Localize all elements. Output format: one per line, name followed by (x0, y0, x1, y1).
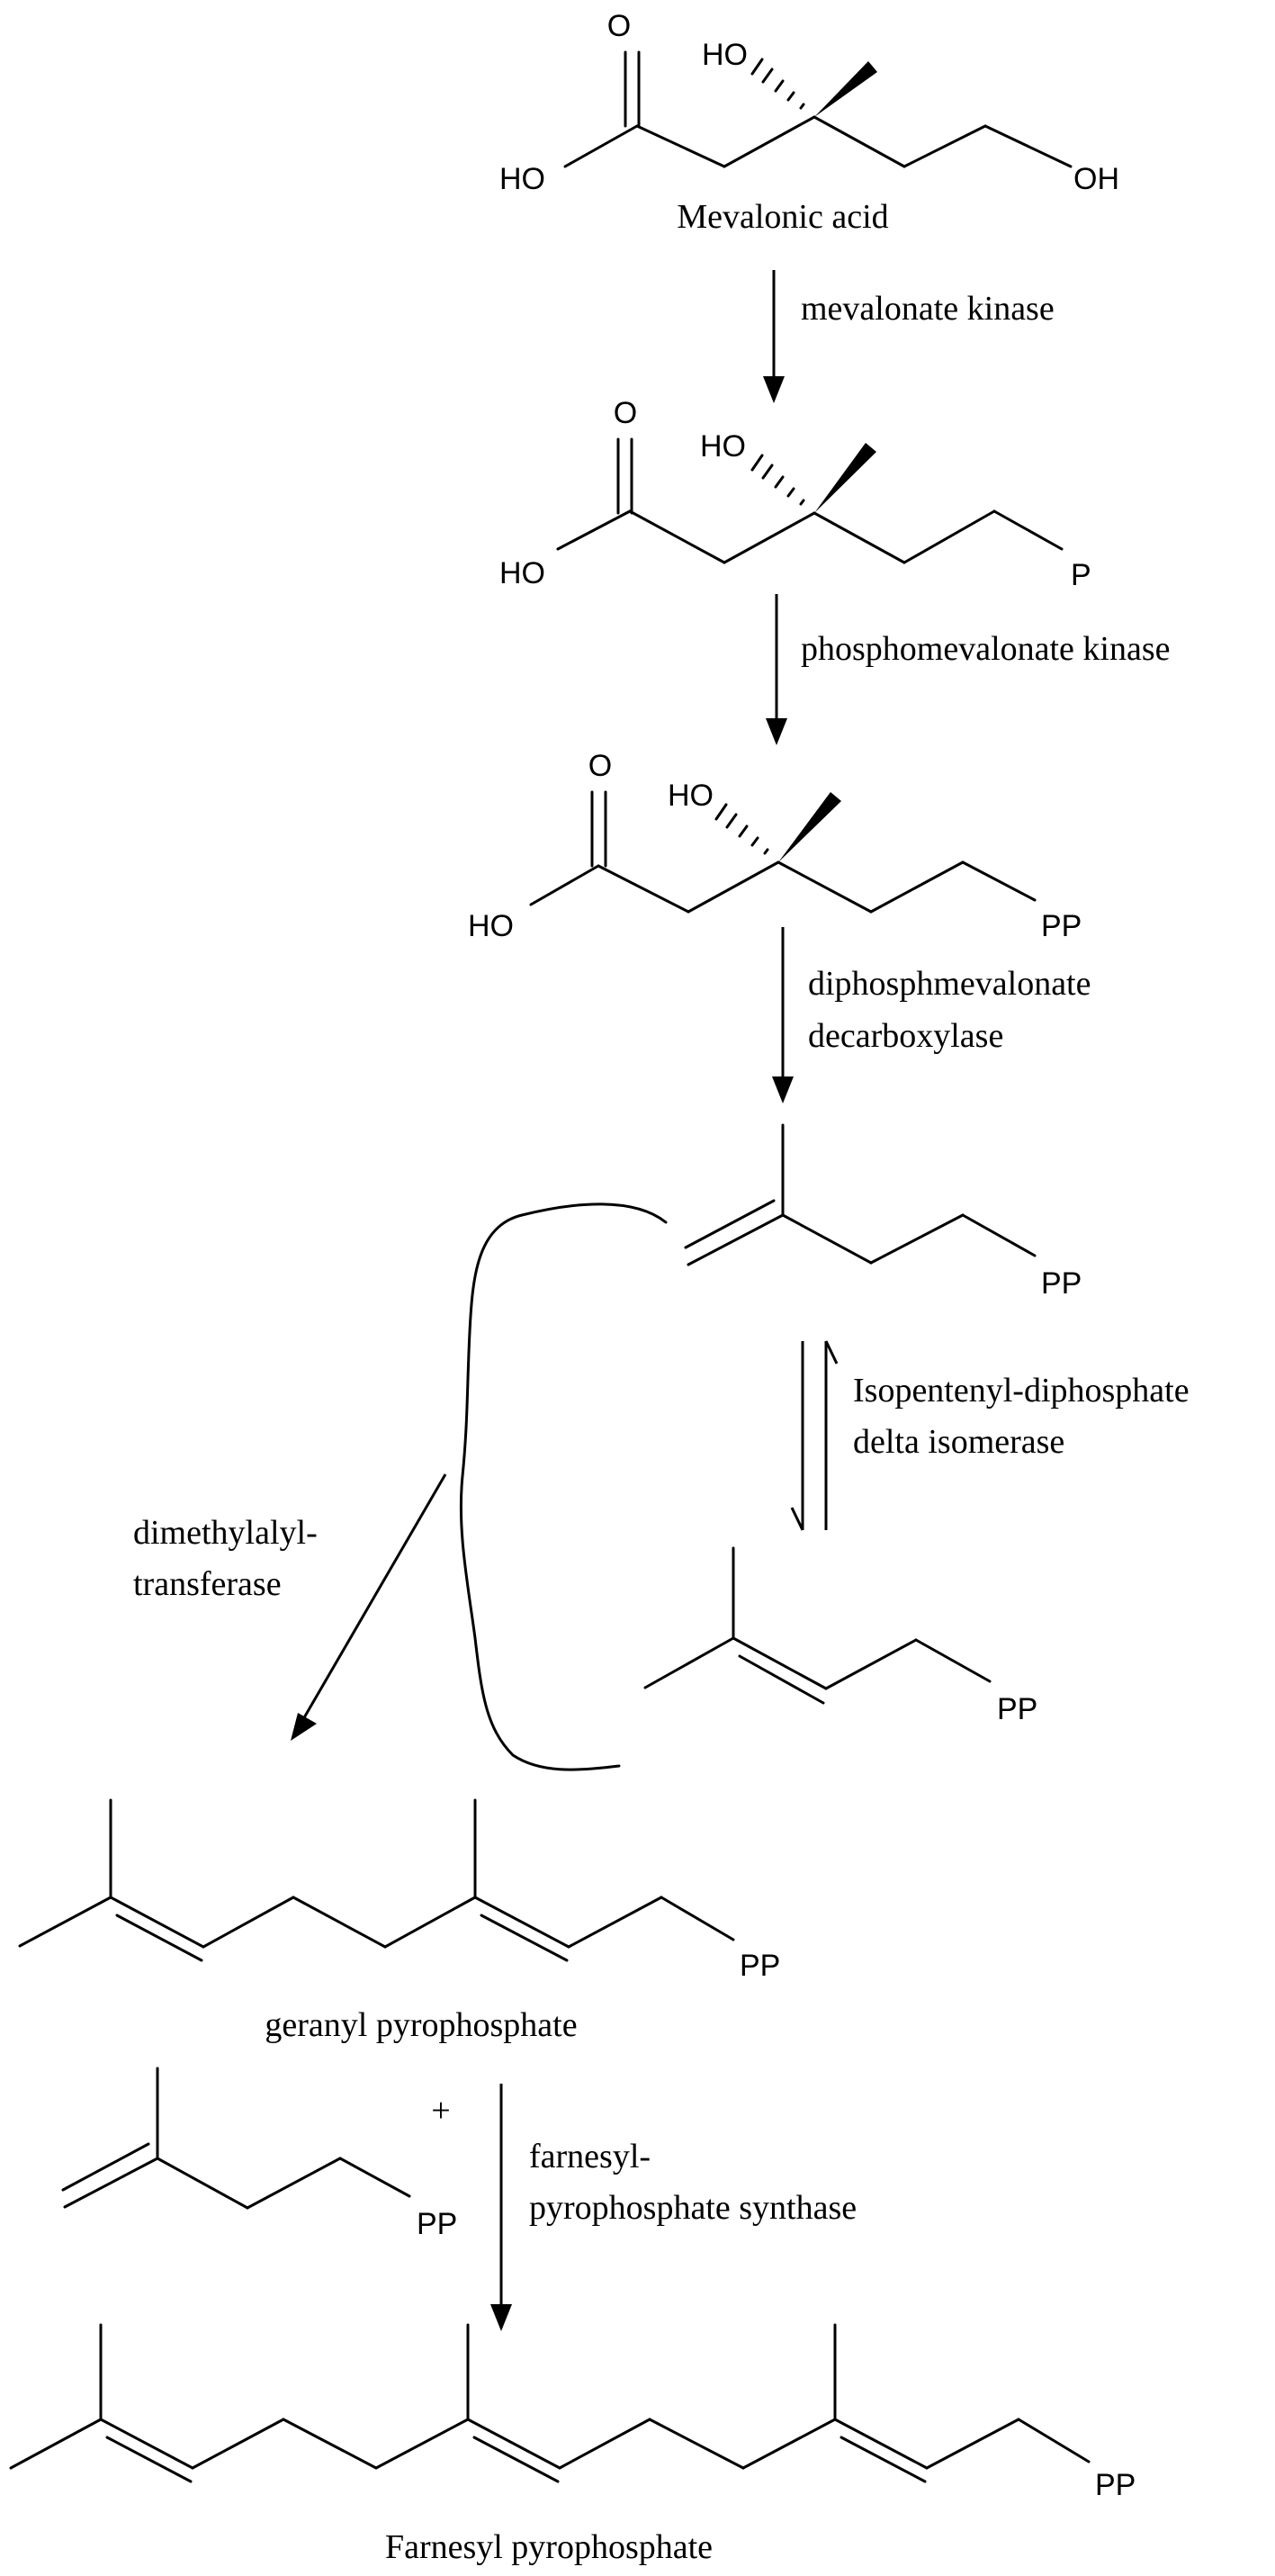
arrow-farnesyl-pyrophosphate-synthase (490, 2084, 512, 2331)
diphosphomevalonate-structure (529, 790, 1037, 914)
mev-acid-hydroxyl: HO (499, 162, 545, 196)
dpmev-diphosphate: PP (1041, 909, 1082, 943)
arrow-phosphomevalonate-kinase (766, 594, 787, 745)
mev-carbonyl-oxygen: O (607, 9, 631, 43)
dmapp-diphosphate: PP (997, 1692, 1037, 1726)
dpmev-acid-hydroxyl: HO (468, 909, 514, 943)
enzyme-mevalonate-kinase: mevalonate kinase (801, 290, 1055, 328)
plus-sign: + (431, 2092, 450, 2130)
dpmev-carbonyl-oxygen: O (588, 749, 612, 783)
arrow-mevalonate-kinase (763, 270, 785, 403)
arrow-dimethylallyltransferase (291, 1473, 447, 1741)
pmev-acid-hydroxyl: HO (499, 556, 545, 590)
pmev-carbonyl-oxygen: O (614, 396, 637, 430)
mevalonic-acid-structure (563, 50, 1073, 168)
gpp-diphosphate: PP (740, 1949, 780, 1983)
enzyme-phosphomevalonate-kinase: phosphomevalonate kinase (801, 630, 1171, 668)
second-isopentenyl-pyrophosphate-structure (61, 2067, 411, 2210)
mev-terminal-hydroxyl: OH (1073, 162, 1119, 196)
isopentenyl-pyrophosphate-structure (684, 1123, 1037, 1266)
phosphomevalonate-structure (556, 437, 1064, 564)
ipp2-diphosphate: PP (417, 2207, 457, 2241)
fpp-diphosphate: PP (1095, 2468, 1136, 2502)
pmev-phosphate: P (1071, 558, 1091, 592)
enzyme-dmat-line2: transferase (133, 1565, 282, 1603)
ipp-diphosphate: PP (1041, 1266, 1082, 1301)
enzyme-diphospho-line1: diphosphmevalonate (808, 965, 1091, 1003)
equilibrium-arrows (790, 1340, 839, 1531)
mevalonic-acid-label: Mevalonic acid (677, 198, 888, 236)
geranyl-pyrophosphate-label: geranyl pyrophosphate (265, 2006, 577, 2044)
pmev-hydroxyl: HO (700, 429, 746, 464)
dpmev-hydroxyl: HO (668, 779, 714, 813)
farnesyl-pyrophosphate-label: Farnesyl pyrophosphate (385, 2528, 713, 2566)
dimethylallyl-pyrophosphate-structure (643, 1546, 992, 1705)
enzyme-isomerase-line2: delta isomerase (853, 1423, 1064, 1461)
enzyme-fpps-line1: farnesyl- (529, 2138, 651, 2175)
arrow-diphosphomevalonate-decarboxylase (772, 927, 794, 1103)
enzyme-diphospho-line2: decarboxylase (808, 1017, 1003, 1055)
mev-hydroxyl: HO (702, 38, 748, 72)
enzyme-dmat-line1: dimethylalyl- (133, 1514, 318, 1552)
hand-drawn-bracket (459, 1202, 668, 1771)
geranyl-pyrophosphate-structure (18, 1798, 735, 1962)
enzyme-fpps-line2: pyrophosphate synthase (529, 2189, 857, 2227)
enzyme-isomerase-line1: Isopentenyl-diphosphate (853, 1372, 1190, 1410)
farnesyl-pyrophosphate-structure (9, 2323, 1091, 2483)
